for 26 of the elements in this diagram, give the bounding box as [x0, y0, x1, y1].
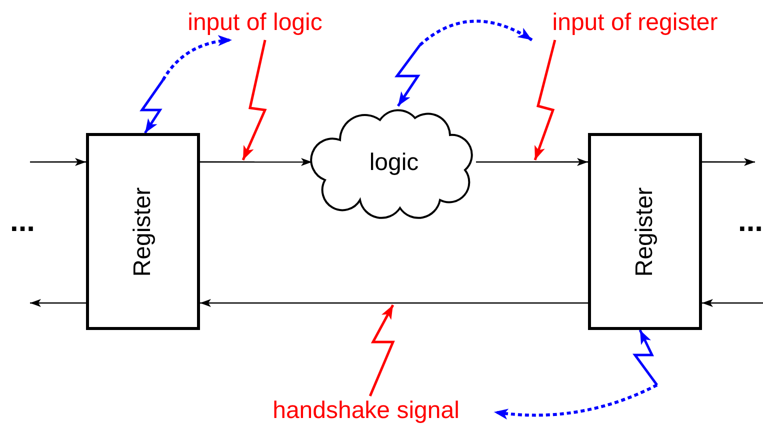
arrow	[200, 299, 588, 307]
dotted-arrow	[494, 384, 658, 420]
lightning-arrow	[632, 329, 658, 386]
dotted-arrow	[419, 20, 533, 46]
ellipsis-label: ...	[10, 205, 36, 239]
register-label: Register	[129, 186, 157, 276]
arrow	[476, 158, 588, 166]
signal-label: input of register	[520, 8, 750, 40]
register-label: Register	[631, 186, 659, 276]
register-box	[588, 133, 702, 330]
arrow	[30, 158, 86, 166]
register-box	[86, 133, 200, 330]
arrow	[702, 299, 763, 307]
arrow	[30, 299, 86, 307]
lightning-arrow	[534, 40, 556, 160]
dotted-arrow	[162, 36, 232, 81]
signal-label: input of logic	[160, 8, 350, 40]
lightning-arrow	[242, 40, 267, 160]
arrow	[702, 158, 755, 166]
lightning-arrow	[394, 44, 421, 107]
lightning-arrow	[368, 304, 395, 396]
lightning-arrow	[140, 79, 164, 134]
ellipsis-label: ...	[738, 205, 763, 239]
signal-label: handshake signal	[238, 396, 494, 428]
cloud-label: logic	[369, 148, 419, 176]
arrow	[200, 158, 312, 166]
